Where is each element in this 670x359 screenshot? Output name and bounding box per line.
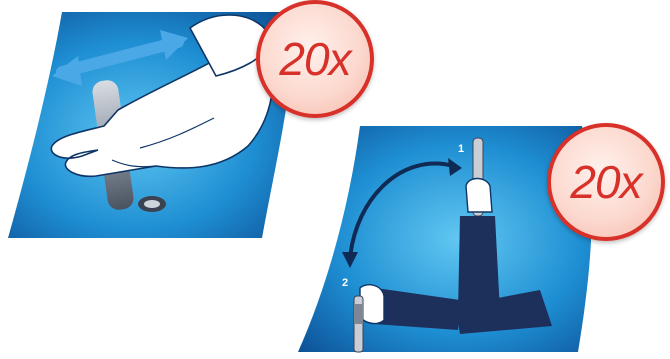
repetition-count: 20x <box>570 155 641 209</box>
repetition-badge: 20x <box>256 0 374 118</box>
repetition-badge: 20x <box>547 123 665 241</box>
position-1-label: 1 <box>458 143 464 155</box>
position-2-label: 2 <box>342 277 348 289</box>
repetition-count: 20x <box>279 32 350 86</box>
flip-pen-panel: 1 2 20x <box>290 120 670 359</box>
